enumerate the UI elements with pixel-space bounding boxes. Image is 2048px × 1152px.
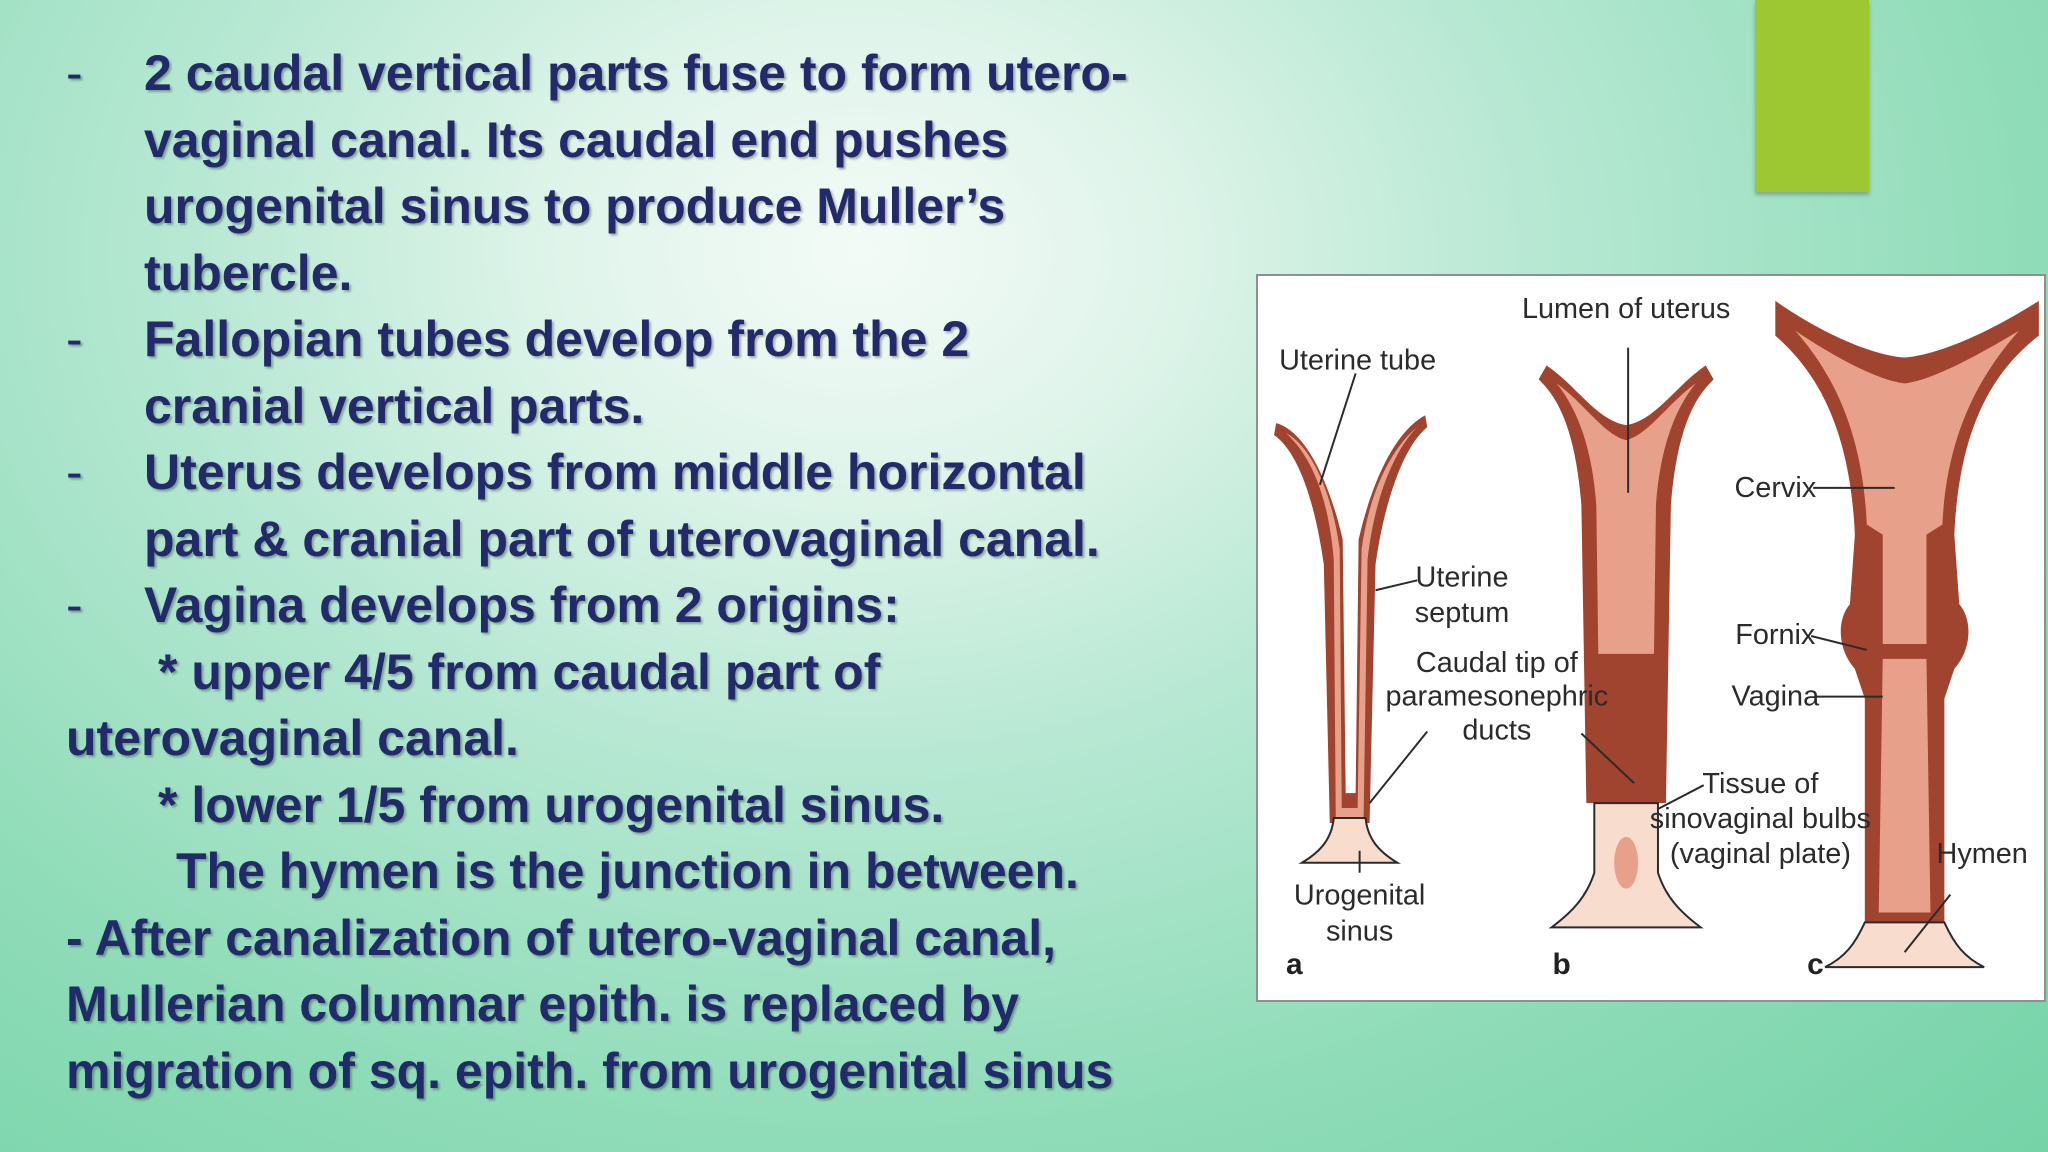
- label-fornix: Fornix: [1735, 619, 1816, 651]
- label-urogenital: Urogenital: [1294, 880, 1425, 912]
- text-line: tubercle.: [144, 244, 353, 301]
- panel-a-outer: [1274, 415, 1428, 823]
- label-septum: septum: [1415, 597, 1510, 629]
- panel-a-inner: [1286, 427, 1418, 819]
- text-line: - Uterus develops from middle horizontal: [66, 439, 1266, 506]
- diagram-svg: Lumen of uterus Uterine tube Cervix Uter…: [1274, 293, 2039, 981]
- panel-b-lumen: [1556, 383, 1696, 654]
- text-line: migration of sq. epith. from urogenital …: [66, 1042, 1114, 1099]
- panel-a-drawing: [1274, 373, 1429, 873]
- accent-bar: [1755, 0, 1869, 192]
- panel-c-line-hymen: [1903, 893, 1952, 953]
- text-line: urogenital sinus to produce Muller’s: [144, 178, 1006, 234]
- bullet-text: Vagina develops from 2 origins:: [144, 577, 900, 633]
- panel-c-drawing: [1775, 300, 2039, 969]
- embryology-diagram: Lumen of uterus Uterine tube Cervix Uter…: [1256, 274, 2046, 1002]
- panel-c-line-fornix: [1810, 635, 1868, 651]
- panel-a-sinus: [1298, 817, 1401, 864]
- panel-a-line-tube: [1318, 373, 1357, 486]
- label-lumen-of-uterus: Lumen of uterus: [1522, 293, 1730, 325]
- bullet-dash: -: [66, 45, 83, 101]
- label-vaginal-plate: (vaginal plate): [1670, 838, 1851, 870]
- bullet-text: Fallopian tubes develop from the 2: [144, 311, 970, 367]
- panel-b-drawing: [1538, 347, 1714, 929]
- text-line: * lower 1/5 from urogenital sinus.: [158, 776, 945, 833]
- bullet-dash: -: [66, 444, 83, 500]
- panel-letter-b: b: [1553, 948, 1571, 981]
- panel-a-line-septum: [1375, 579, 1418, 592]
- slide-text: - 2 caudal vertical parts fuse to form ut…: [66, 40, 1266, 1104]
- panel-c-hymen: [1824, 921, 1985, 969]
- text-line: The hymen is the junction in between.: [176, 843, 1079, 899]
- label-tissue-of: Tissue of: [1702, 768, 1819, 800]
- panel-letter-a: a: [1286, 948, 1303, 981]
- label-paramesonephric: paramesonephric: [1385, 681, 1608, 713]
- label-uterine: Uterine: [1416, 561, 1509, 593]
- label-ducts: ducts: [1462, 714, 1531, 746]
- panel-letter-c: c: [1807, 948, 1824, 981]
- text-line: vaginal canal. Its caudal end pushes: [144, 111, 1009, 168]
- text-line: Mullerian columnar epith. is replaced by: [66, 976, 1020, 1032]
- panel-a-line-caudal: [1368, 730, 1429, 804]
- label-hymen: Hymen: [1937, 838, 2028, 870]
- panel-b-line-tissue: [1657, 784, 1705, 810]
- text-line: part & cranial part of uterovaginal cana…: [144, 510, 1100, 567]
- bullet-dash: -: [66, 311, 83, 367]
- bullet-text: 2 caudal vertical parts fuse to form ute…: [144, 45, 1128, 101]
- text-line: - 2 caudal vertical parts fuse to form ut…: [66, 40, 1266, 107]
- bullet-text: Uterus develops from middle horizontal: [144, 444, 1086, 500]
- panel-b-bulb: [1614, 836, 1639, 889]
- text-line: - After canalization of utero-vaginal ca…: [66, 909, 1056, 966]
- bullet-dash: -: [66, 577, 83, 633]
- label-vagina: Vagina: [1732, 681, 1821, 713]
- label-cervix: Cervix: [1734, 472, 1816, 504]
- text-line: uterovaginal canal.: [66, 710, 519, 766]
- label-caudal-tip: Caudal tip of: [1416, 647, 1579, 679]
- panel-c-vagina: [1878, 658, 1931, 913]
- panel-c-lumen: [1795, 330, 2019, 644]
- text-line: - Fallopian tubes develop from the 2: [66, 306, 1266, 373]
- text-line: - Vagina develops from 2 origins:: [66, 572, 1266, 639]
- label-uterine-tube: Uterine tube: [1279, 344, 1436, 376]
- text-line: * upper 4/5 from caudal part of: [158, 643, 881, 700]
- label-sinovaginal-bulbs: sinovaginal bulbs: [1650, 803, 1871, 835]
- text-line: cranial vertical parts.: [144, 377, 645, 434]
- label-sinus: sinus: [1326, 915, 1393, 947]
- panel-b-line-caudal: [1580, 732, 1635, 784]
